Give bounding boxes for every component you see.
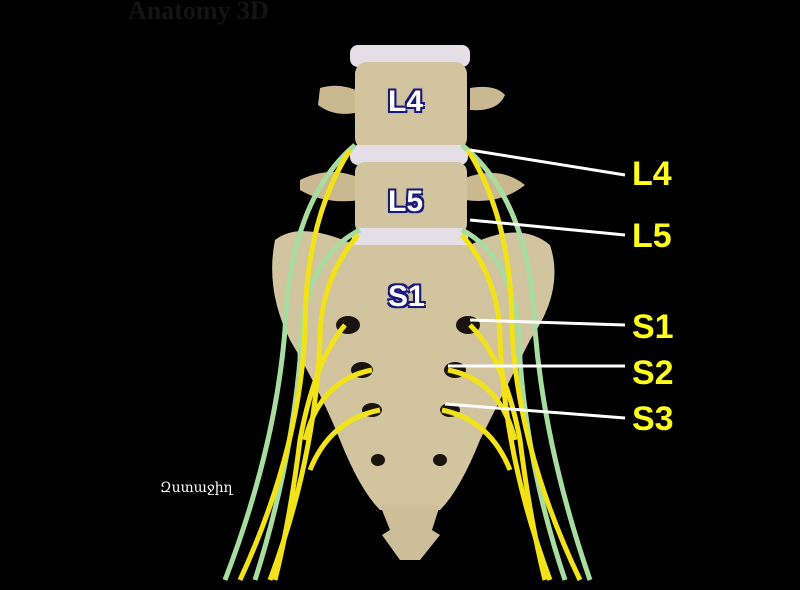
watermark: Anatomy 3D [128,0,269,25]
disc-l5-s1 [352,228,468,250]
vertebra-label-s1: S1 [388,280,425,313]
nerve-label-l4: L4 [632,155,672,193]
coccyx [380,505,440,560]
vertebra-label-l4: L4 [388,85,424,118]
sciatic-nerve-caption: Զստաջիղ [160,480,233,496]
green-nerves [222,143,593,581]
pointer-lines [444,148,626,420]
l5-body [355,162,467,234]
sacrum [272,231,555,510]
yellow-nerves [237,148,583,582]
disc-l4-l5 [350,145,468,165]
nerve-label-s2: S2 [632,354,674,392]
disc-top [350,45,470,67]
l4-body [355,62,467,150]
nerve-label-l5: L5 [632,217,672,255]
nerve-label-s3: S3 [632,400,674,438]
nerve-label-s1: S1 [632,308,674,346]
vertebra-label-l5: L5 [388,185,424,218]
